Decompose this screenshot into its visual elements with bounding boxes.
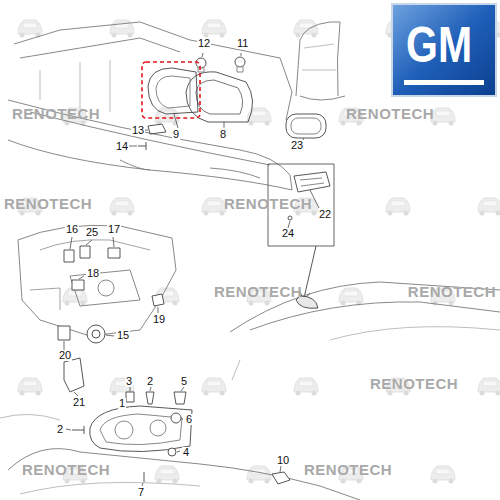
watermark-icon <box>294 20 318 38</box>
callout-number: 21 <box>72 397 86 408</box>
callout-number: 7 <box>137 487 145 498</box>
callout-number: 13 <box>131 125 145 136</box>
watermark-icon <box>18 378 42 396</box>
callout-number: 23 <box>290 140 304 151</box>
watermark-icon <box>247 466 271 484</box>
watermark-text: RENOTECH <box>12 106 100 121</box>
watermark-text: RENOTECH <box>408 284 496 299</box>
callout-number: 5 <box>180 376 188 387</box>
watermark-text: RENOTECH <box>224 196 312 211</box>
watermark-icon <box>18 20 42 38</box>
watermark-text: RENOTECH <box>22 462 110 477</box>
callout-number: 25 <box>85 227 99 238</box>
watermark-text: RENOTECH <box>214 284 302 299</box>
callout-number: 24 <box>281 228 295 239</box>
callout-number: 4 <box>182 447 190 458</box>
logo-text: GM <box>406 20 472 70</box>
callout-number: 3 <box>125 376 133 387</box>
callout-number: 8 <box>219 129 227 140</box>
watermark-icon <box>202 198 226 216</box>
watermark-icon <box>247 108 271 126</box>
watermark-icon <box>202 378 226 396</box>
callout-number: 9 <box>172 129 180 140</box>
callout-number: 16 <box>65 224 79 235</box>
callout-number: 20 <box>58 350 72 361</box>
callout-number: 2 <box>56 424 64 435</box>
gm-logo <box>392 4 496 96</box>
watermark-icon <box>294 378 318 396</box>
callout-number: 2 <box>146 376 154 387</box>
callout-number: 18 <box>86 268 100 279</box>
watermark-text: RENOTECH <box>346 106 434 121</box>
watermark-text: RENOTECH <box>370 376 458 391</box>
watermark-icon <box>339 288 363 306</box>
callout-number: 22 <box>318 209 332 220</box>
watermark-icon <box>202 20 226 38</box>
watermark-icon <box>155 466 179 484</box>
callout-number: 6 <box>185 414 193 425</box>
line-art <box>0 22 500 500</box>
watermark-text: RENOTECH <box>4 196 92 211</box>
callout-number: 15 <box>116 330 130 341</box>
watermark-icon <box>478 198 500 216</box>
watermark-icon <box>386 198 410 216</box>
callout-number: 14 <box>115 141 129 152</box>
callout-number: 19 <box>152 314 166 325</box>
callout-number: 10 <box>276 455 290 466</box>
callout-number: 17 <box>107 224 121 235</box>
watermark-icon <box>431 466 455 484</box>
callout-number: 1 <box>118 398 126 409</box>
watermark-icon <box>431 108 455 126</box>
watermark-icon <box>478 378 500 396</box>
callout-number: 11 <box>236 38 249 49</box>
watermark-icon <box>110 198 134 216</box>
watermark-text: RENOTECH <box>304 462 392 477</box>
callout-number: 12 <box>197 38 211 49</box>
